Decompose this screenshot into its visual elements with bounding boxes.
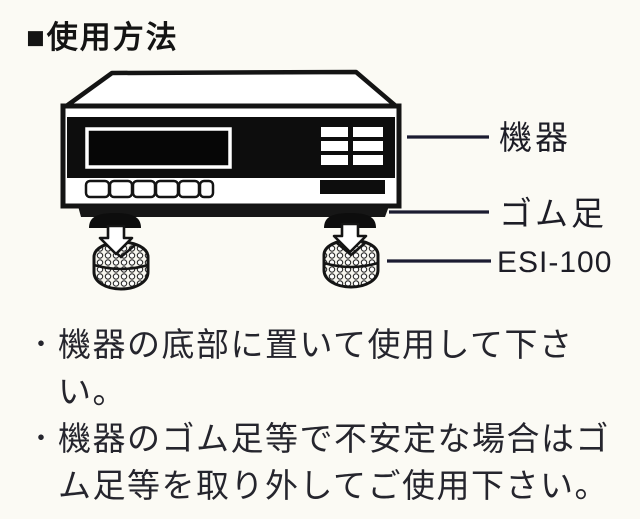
device-base bbox=[78, 206, 389, 217]
rubber-foot-right bbox=[324, 213, 376, 228]
device-top-face bbox=[62, 69, 400, 110]
device-illustration: 機器 ゴム足 ESI-100 bbox=[60, 69, 612, 291]
note-bullet: ・ bbox=[28, 423, 56, 453]
note-text: 機器のゴム足等で不安定な場合はゴ ム足等を取り外してご使用下さい。 bbox=[58, 415, 610, 509]
front-buttons bbox=[84, 179, 215, 199]
rubber-foot-left bbox=[89, 213, 141, 228]
note-line: ム足等を取り外してご使用下さい。 bbox=[58, 467, 610, 504]
note-item: ・ 機器の底部に置いて使用して下さ い。 bbox=[28, 321, 628, 415]
label-esi100: ESI-100 bbox=[497, 246, 612, 279]
note-text: 機器の底部に置いて使用して下さ い。 bbox=[58, 321, 574, 415]
down-arrow-icon bbox=[332, 222, 368, 254]
down-arrow-icon bbox=[98, 224, 134, 256]
front-black-insert bbox=[320, 180, 385, 194]
key-grid bbox=[321, 127, 383, 165]
label-equipment: 機器 bbox=[499, 119, 571, 156]
note-line: 機器のゴム足等で不安定な場合はゴ bbox=[58, 420, 610, 457]
label-rubber-foot: ゴム足 bbox=[499, 195, 607, 232]
isolator-right bbox=[322, 238, 380, 289]
section-title: ■使用方法 bbox=[26, 20, 179, 55]
display-window bbox=[85, 127, 232, 169]
note-bullet: ・ bbox=[28, 329, 56, 359]
usage-notes: ・ 機器の底部に置いて使用して下さ い。 ・ 機器のゴム足等で不安定な場合はゴ … bbox=[28, 321, 628, 509]
note-line: 機器の底部に置いて使用して下さ bbox=[58, 326, 574, 363]
note-item: ・ 機器のゴム足等で不安定な場合はゴ ム足等を取り外してご使用下さい。 bbox=[28, 415, 628, 509]
note-line: い。 bbox=[58, 373, 127, 410]
